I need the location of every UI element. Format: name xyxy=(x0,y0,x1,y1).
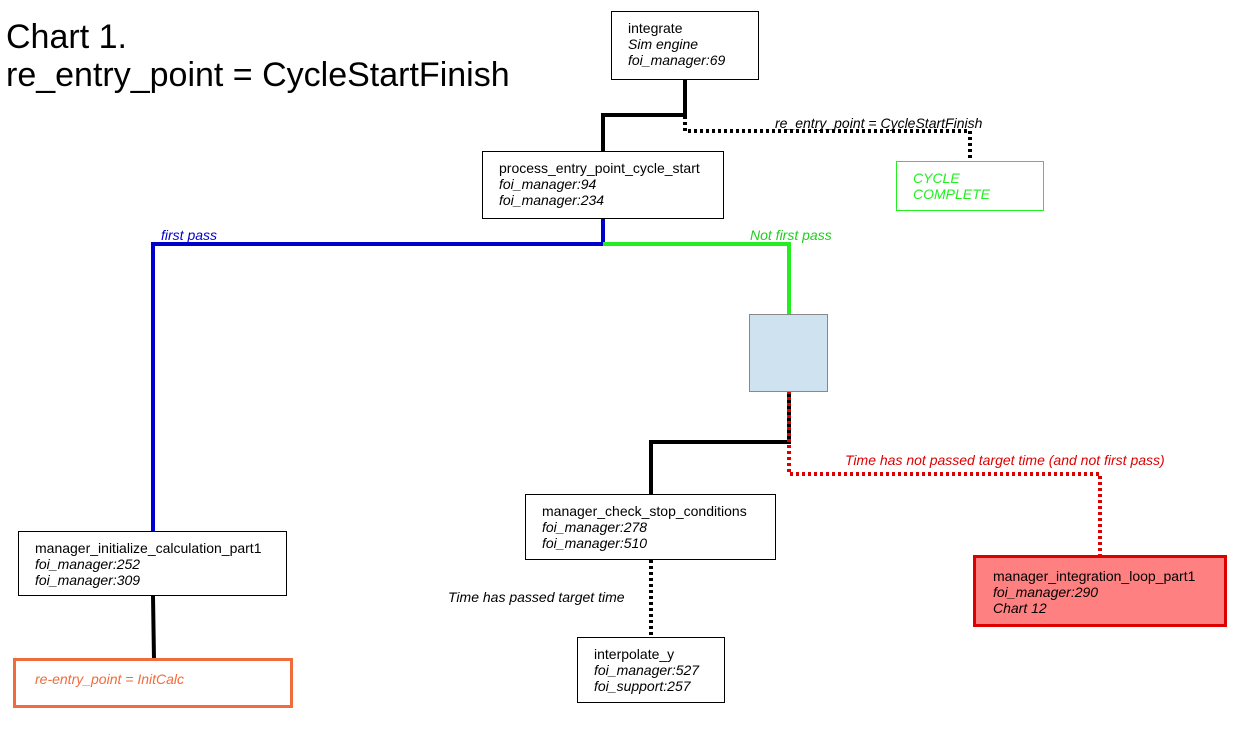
node-cycle-complete: CYCLE COMPLETE xyxy=(896,161,1044,211)
node-integration-loop-name: manager_integration_loop_part1 xyxy=(993,568,1196,584)
node-reentry-initcalc-text: re-entry_point = InitCalc xyxy=(35,671,185,687)
decision-box xyxy=(749,314,828,392)
node-init-calc: manager_initialize_calculation_part1 foi… xyxy=(18,531,287,596)
node-integrate-line2: Sim engine xyxy=(628,36,699,52)
node-check-stop-line3: foi_manager:510 xyxy=(542,535,648,551)
label-passed-target: Time has passed target time xyxy=(448,589,625,605)
label-cycle-start-finish: re_entry_point = CycleStartFinish xyxy=(775,115,983,131)
node-cycle-complete-line1: CYCLE xyxy=(913,170,960,186)
label-not-passed-target: Time has not passed target time (and not… xyxy=(845,452,1165,468)
edge-decision-to-integration-loop xyxy=(787,391,1102,557)
edge-integrate-to-cycle-complete xyxy=(683,80,972,161)
node-init-calc-name: manager_initialize_calculation_part1 xyxy=(35,540,262,556)
edge-not-first-pass xyxy=(603,242,791,314)
node-cycle-complete-line2: COMPLETE xyxy=(913,186,991,202)
label-first-pass: first pass xyxy=(161,227,218,243)
edge-init-calc-to-reentry xyxy=(151,595,156,660)
node-process-entry-name: process_entry_point_cycle_start xyxy=(499,160,700,176)
node-init-calc-line3: foi_manager:309 xyxy=(35,572,141,588)
node-check-stop-name: manager_check_stop_conditions xyxy=(542,503,747,519)
node-interpolate-line2: foi_manager:527 xyxy=(594,662,700,678)
label-not-first-pass: Not first pass xyxy=(750,227,832,243)
node-process-entry-line2: foi_manager:94 xyxy=(499,176,597,192)
node-integrate: integrate Sim engine foi_manager:69 xyxy=(611,11,759,80)
node-interpolate-name: interpolate_y xyxy=(594,646,675,662)
node-integration-loop-line3: Chart 12 xyxy=(993,600,1047,616)
node-process-entry: process_entry_point_cycle_start foi_mana… xyxy=(482,151,724,219)
node-reentry-initcalc: re-entry_point = InitCalc xyxy=(13,658,293,708)
node-interpolate: interpolate_y foi_manager:527 foi_suppor… xyxy=(577,637,725,703)
node-interpolate-line3: foi_support:257 xyxy=(594,678,691,694)
node-check-stop: manager_check_stop_conditions foi_manage… xyxy=(525,494,776,560)
node-integrate-name: integrate xyxy=(628,20,683,36)
edge-first-pass xyxy=(151,242,603,531)
node-init-calc-line2: foi_manager:252 xyxy=(35,556,141,572)
node-integrate-line3: foi_manager:69 xyxy=(628,52,726,68)
chart-title: Chart 1. re_entry_point = CycleStartFini… xyxy=(6,18,510,94)
node-integration-loop: manager_integration_loop_part1 foi_manag… xyxy=(973,555,1227,627)
chart-title-line2: re_entry_point = CycleStartFinish xyxy=(6,56,510,94)
edge-integrate-to-process-entry xyxy=(601,80,687,151)
edge-decision-to-check-stop xyxy=(649,391,791,494)
node-integration-loop-line2: foi_manager:290 xyxy=(993,584,1099,600)
chart-title-line1: Chart 1. xyxy=(6,18,127,56)
node-check-stop-line2: foi_manager:278 xyxy=(542,519,648,535)
node-process-entry-line3: foi_manager:234 xyxy=(499,192,605,208)
